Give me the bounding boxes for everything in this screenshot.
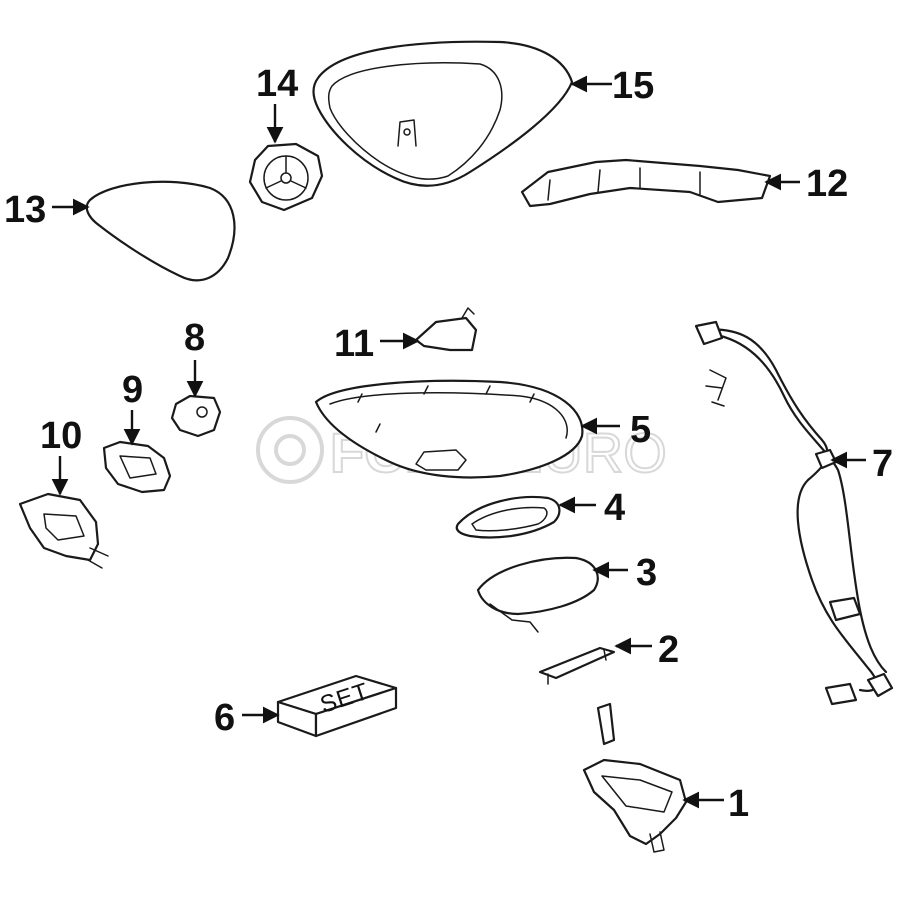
callout-10: 10 (40, 415, 82, 457)
watermark-logo-ring (256, 416, 324, 484)
callout-4: 4 (604, 487, 625, 529)
callout-11: 11 (334, 323, 374, 365)
callout-labels: 15 14 13 12 11 8 9 10 5 4 3 2 6 1 7 (4, 63, 893, 825)
callout-arrows (51, 75, 866, 809)
callout-14: 14 (256, 63, 298, 105)
callout-8: 8 (184, 317, 205, 359)
part-10-lamp-housing (18, 492, 109, 569)
part-3-lower-cover (476, 556, 599, 633)
part-13-mirror-glass (85, 180, 236, 282)
part-6-set-box: SET (276, 674, 398, 738)
callout-13: 13 (4, 189, 46, 231)
callout-5: 5 (630, 409, 651, 451)
watermark-logo-core (274, 434, 306, 466)
part-1-folding-motor (582, 702, 688, 853)
callout-12: 12 (806, 163, 848, 205)
callout-2: 2 (658, 629, 679, 671)
part-2-strip (538, 646, 616, 685)
part-7-wiring-harness (694, 320, 894, 706)
part-11-lamp (414, 307, 478, 352)
part-8-switch (170, 394, 222, 438)
part-15-mirror-housing (312, 40, 574, 187)
part-4-trim-ring (455, 495, 561, 539)
callout-9: 9 (122, 369, 143, 411)
callout-15: 15 (612, 65, 654, 107)
part-5-mirror-cover (314, 379, 584, 479)
callout-3: 3 (636, 552, 657, 594)
part-12-bracket (520, 158, 772, 208)
callout-7: 7 (872, 443, 893, 485)
callout-1: 1 (728, 783, 749, 825)
part-14-actuator (248, 142, 324, 212)
part-9-lamp-seal (102, 440, 172, 494)
callout-6: 6 (214, 697, 235, 739)
